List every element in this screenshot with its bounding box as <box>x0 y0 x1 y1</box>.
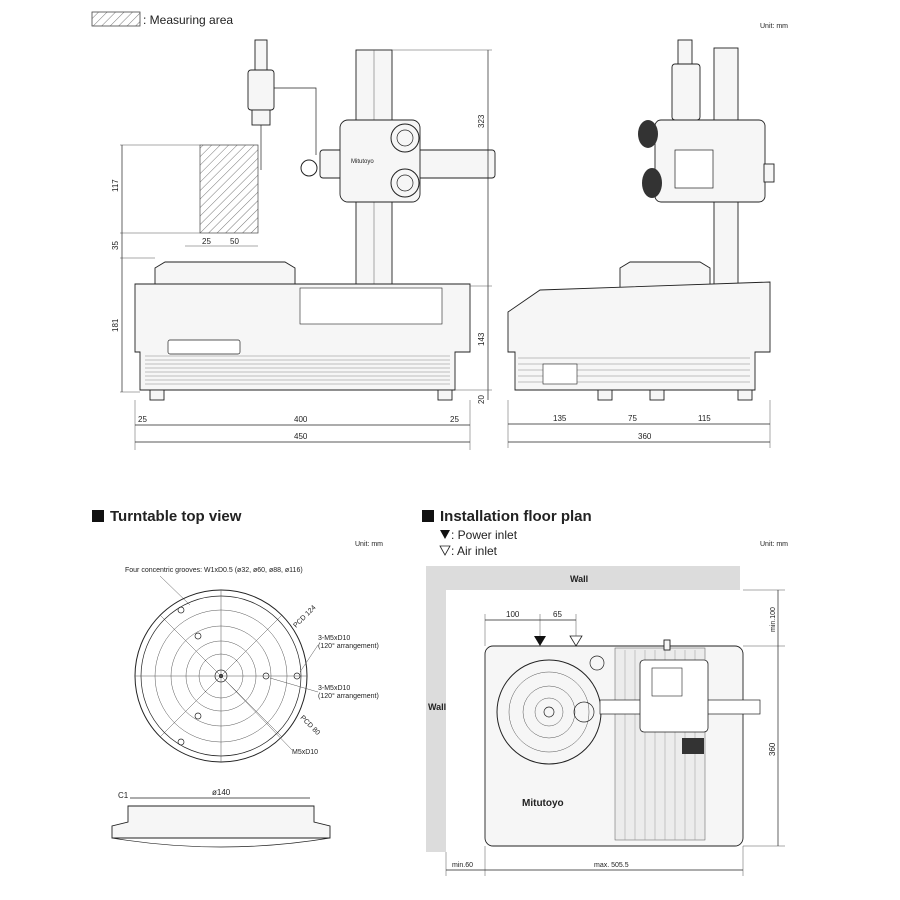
side-base <box>507 281 771 391</box>
dim-143: 143 <box>477 332 486 346</box>
dim-181: 181 <box>111 318 120 332</box>
dim-117: 117 <box>111 179 120 192</box>
dim-max505: max. 505.5 <box>594 862 629 869</box>
turntable-top-drawing <box>134 589 308 763</box>
air-inlet-label: : Air inlet <box>451 544 498 558</box>
m5-lower-label: 3-M5xD10 <box>318 685 350 692</box>
dim-323: 323 <box>477 114 486 128</box>
dia140-label: ø140 <box>212 788 231 797</box>
turntable-section: Turntable top view Unit: mm Four concent… <box>92 508 383 848</box>
floor-knob-icon <box>682 738 704 754</box>
dim-360-floor: 360 <box>768 742 777 756</box>
turntable-side-drawing: ø140 C1 <box>111 788 331 848</box>
carriage <box>339 119 421 203</box>
wall-top-label: Wall <box>570 574 588 584</box>
dim-25-top: 25 <box>202 237 211 246</box>
m5-lower-note: (120° arrangement) <box>318 692 379 700</box>
dim-115: 115 <box>698 414 711 423</box>
power-inlet-label: : Power inlet <box>451 528 518 542</box>
dim-min60: min.60 <box>452 862 473 869</box>
dim-65: 65 <box>553 610 562 619</box>
power-inlet-marker-icon <box>534 636 546 646</box>
m5-center-label: M5xD10 <box>292 749 318 756</box>
dim-35: 35 <box>111 241 120 250</box>
side-view: 135 75 115 360 <box>507 39 775 448</box>
measuring-area-label: : Measuring area <box>143 13 233 27</box>
turntable-unit: Unit: mm <box>355 541 383 548</box>
dim-450: 450 <box>294 432 308 441</box>
rating-plate <box>542 363 578 385</box>
measuring-area-region <box>199 144 259 234</box>
floor-plan-title: Installation floor plan <box>440 508 592 525</box>
floor-plan-unit: Unit: mm <box>760 541 788 548</box>
dim-400: 400 <box>294 415 308 424</box>
floor-plan-section: Installation floor plan : Power inlet : … <box>422 508 788 876</box>
dim-50: 50 <box>230 237 239 246</box>
detector-unit <box>247 69 275 111</box>
m5-upper-label: 3-M5xD10 <box>318 635 350 642</box>
m5-upper-note: (120° arrangement) <box>318 642 379 650</box>
turntable-title: Turntable top view <box>110 508 242 525</box>
dim-20: 20 <box>477 395 486 404</box>
side-detector <box>671 63 701 121</box>
dim-25-left: 25 <box>138 415 147 424</box>
grooves-note: Four concentric grooves: W1xD0.5 (ø32, ø… <box>125 567 303 574</box>
dim-75: 75 <box>628 414 637 423</box>
upper-knob-icon <box>638 120 658 148</box>
bullet-square-icon <box>92 510 104 522</box>
dim-100: 100 <box>506 610 520 619</box>
air-inlet-marker-icon <box>569 635 583 647</box>
front-view: Mitutoyo 117 35 <box>111 39 496 450</box>
dim-25-right: 25 <box>450 415 459 424</box>
pcd80-label: PCD 80 <box>299 714 321 736</box>
unit-label-top: Unit: mm <box>760 23 788 30</box>
floor-logo: Mitutoyo <box>522 798 564 809</box>
power-inlet-icon <box>440 530 450 539</box>
c1-label: C1 <box>118 791 129 800</box>
pcd124-label: PCD 124 <box>292 604 317 629</box>
dim-135: 135 <box>553 414 567 423</box>
front-logo: Mitutoyo <box>351 159 374 165</box>
wall-left-label: Wall <box>428 702 446 712</box>
dim-360-side: 360 <box>638 432 652 441</box>
dim-min100: min.100 <box>770 607 777 632</box>
air-inlet-icon <box>439 545 451 556</box>
bullet-square-icon-2 <box>422 510 434 522</box>
measuring-area-legend: : Measuring area <box>91 11 233 27</box>
hatch-swatch-icon <box>91 11 141 27</box>
lower-knob-icon <box>642 168 662 198</box>
